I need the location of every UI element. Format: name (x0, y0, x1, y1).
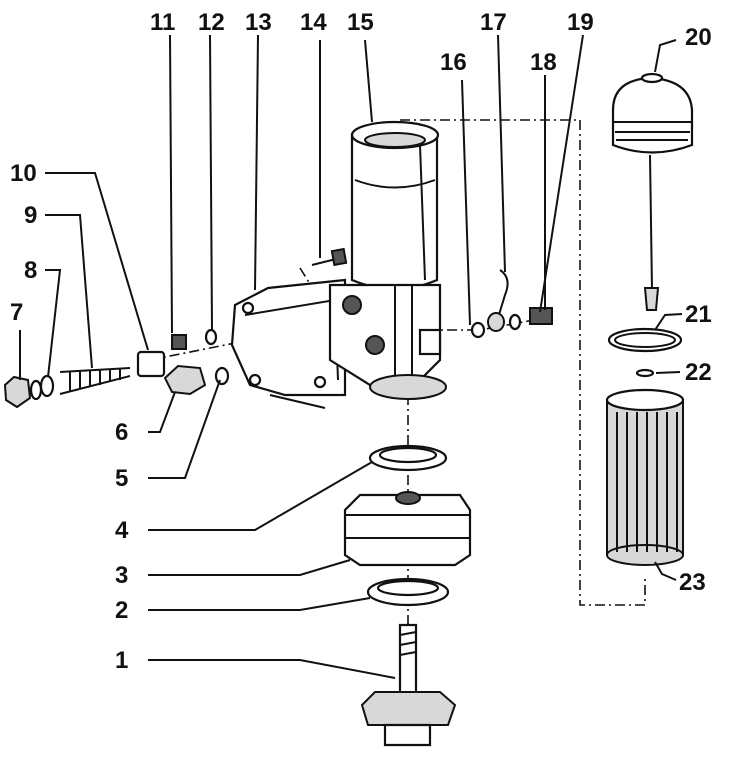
part-22-ring (635, 368, 655, 378)
part-23-filter (605, 388, 685, 566)
part-2-ring (366, 577, 450, 607)
part-labels: 1 2 3 4 5 6 7 8 9 10 11 12 13 14 15 16 1… (10, 9, 712, 674)
label-21: 21 (685, 301, 712, 328)
label-20: 20 (685, 24, 712, 51)
label-16: 16 (440, 49, 467, 76)
label-13: 13 (245, 9, 272, 36)
part-housing-body (328, 283, 447, 400)
label-8: 8 (24, 257, 37, 284)
label-18: 18 (530, 49, 557, 76)
part-1-bolt (360, 623, 457, 747)
part-15-housing (350, 120, 440, 291)
label-3: 3 (115, 562, 128, 589)
label-10: 10 (10, 160, 37, 187)
label-19: 19 (567, 9, 594, 36)
label-23: 23 (679, 569, 706, 596)
part-20-cap (611, 72, 694, 311)
label-2: 2 (115, 597, 128, 624)
label-5: 5 (115, 465, 128, 492)
label-22: 22 (685, 359, 712, 386)
leader-lines (19, 34, 683, 679)
parts-7-10 (3, 350, 166, 409)
label-15: 15 (347, 9, 374, 36)
parts-5-6 (163, 364, 230, 396)
label-17: 17 (480, 9, 507, 36)
label-6: 6 (115, 419, 128, 446)
label-4: 4 (115, 517, 129, 544)
part-14-bolt (311, 247, 348, 267)
label-9: 9 (24, 202, 37, 229)
part-3-cooler (343, 491, 472, 567)
part-11-12 (171, 328, 218, 350)
label-1: 1 (115, 647, 128, 674)
part-4-ring (368, 444, 448, 472)
label-12: 12 (198, 9, 225, 36)
parts-16-19 (470, 269, 553, 339)
label-7: 7 (10, 299, 23, 326)
label-11: 11 (150, 9, 175, 36)
part-13-flange (230, 278, 347, 409)
part-21-oring (607, 327, 683, 353)
label-14: 14 (300, 9, 327, 36)
